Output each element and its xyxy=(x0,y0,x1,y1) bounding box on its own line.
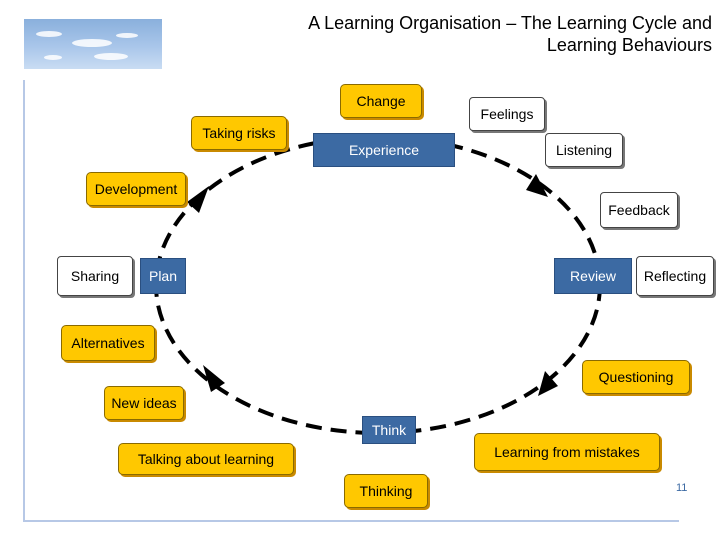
frame-left-rule xyxy=(23,80,25,522)
arrow-head-review-to-think xyxy=(538,371,558,396)
behaviour-reflecting: Reflecting xyxy=(636,256,714,296)
behaviour-thinking: Thinking xyxy=(344,474,428,508)
cloud-shape xyxy=(36,31,62,37)
stage-think: Think xyxy=(362,416,416,444)
arrow-head-plan-to-experience xyxy=(187,186,209,213)
cloud-shape xyxy=(116,33,138,38)
behaviour-listening: Listening xyxy=(545,133,623,167)
behaviour-feedback: Feedback xyxy=(600,192,678,228)
behaviour-alternatives: Alternatives xyxy=(61,325,155,361)
behaviour-new-ideas: New ideas xyxy=(104,386,184,420)
cloud-shape xyxy=(72,39,112,47)
behaviour-talking-about-learning: Talking about learning xyxy=(118,443,294,475)
behaviour-learning-from-mistakes: Learning from mistakes xyxy=(474,433,660,471)
stage-plan: Plan xyxy=(140,258,186,294)
page-number: 11 xyxy=(676,482,688,494)
arrow-head-experience-to-review xyxy=(526,174,548,197)
sky-image xyxy=(24,19,162,69)
behaviour-change: Change xyxy=(340,84,422,118)
stage-review: Review xyxy=(554,258,632,294)
frame-bottom-rule xyxy=(23,520,679,522)
behaviour-taking-risks: Taking risks xyxy=(191,116,287,150)
slide-title: A Learning Organisation – The Learning C… xyxy=(308,13,712,55)
stage-experience: Experience xyxy=(313,133,455,167)
cloud-shape xyxy=(44,55,62,60)
arrow-head-think-to-plan xyxy=(203,365,225,392)
behaviour-sharing: Sharing xyxy=(57,256,133,296)
cloud-shape xyxy=(94,53,128,60)
behaviour-development: Development xyxy=(86,172,186,206)
behaviour-questioning: Questioning xyxy=(582,360,690,394)
behaviour-feelings: Feelings xyxy=(469,97,545,131)
